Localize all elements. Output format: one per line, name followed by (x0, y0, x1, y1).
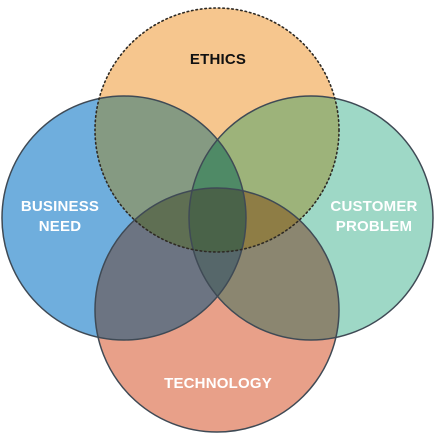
business-need-label: BUSINESS NEED (8, 197, 112, 237)
business-need-label-line-1: BUSINESS (20, 198, 100, 215)
business-need-outline (1, 95, 247, 341)
customer-problem-label: CUSTOMER PROBLEM (322, 197, 426, 237)
technology-outline (94, 187, 340, 433)
business-need-label-line-2: NEED (38, 218, 82, 235)
technology-label-line-1: TECHNOLOGY (164, 375, 272, 392)
ethics-label-line-1: ETHICS (189, 51, 247, 68)
technology-label: TECHNOLOGY (138, 374, 298, 394)
ethics-outline (94, 7, 340, 253)
customer-problem-label-line-1: CUSTOMER (330, 198, 418, 215)
customer-problem-label-line-2: PROBLEM (335, 218, 413, 235)
customer-problem-outline (188, 95, 434, 341)
ethics-label: ETHICS (166, 50, 270, 70)
